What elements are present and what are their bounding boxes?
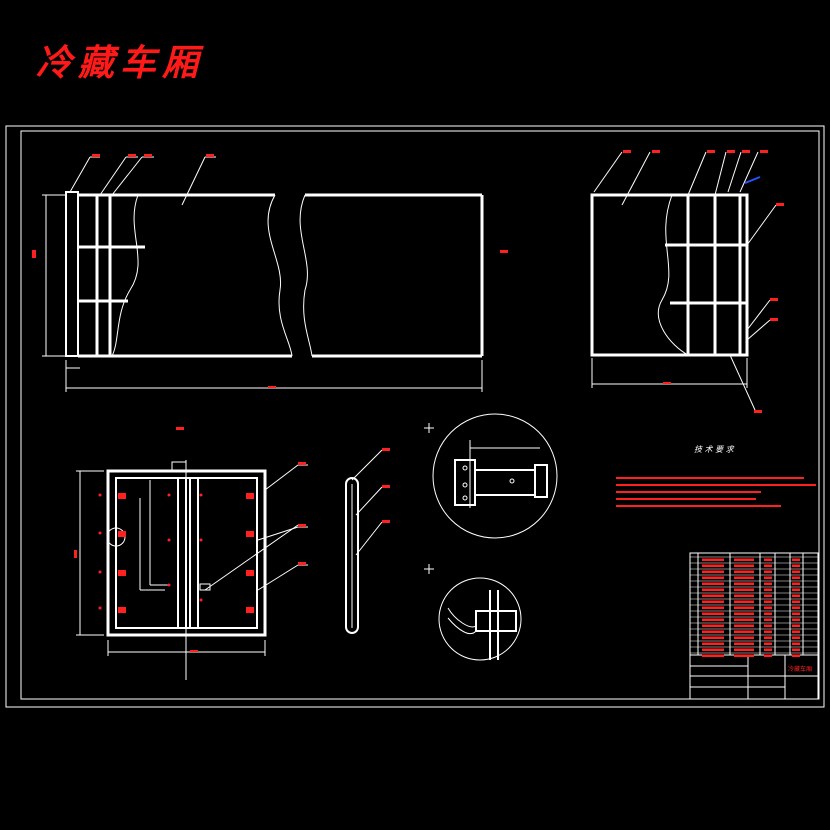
parts-list-entry: [792, 600, 800, 603]
parts-list-entry: [764, 588, 772, 591]
parts-list-entry: [764, 564, 772, 567]
parts-list-entry: [734, 558, 754, 561]
sheet-outer-border: [5, 125, 825, 708]
parts-list-entry: [792, 618, 800, 621]
parts-list-entries: [702, 558, 800, 657]
parts-list-entry: [764, 594, 772, 597]
parts-list-entry: [702, 630, 724, 633]
parts-list-entry: [792, 630, 800, 633]
parts-list-rows: [690, 556, 818, 654]
side-view: [42, 156, 484, 392]
door-view: [76, 460, 308, 680]
title-block: [690, 654, 818, 699]
parts-list-entry: [734, 630, 754, 633]
parts-list-entry: [734, 582, 754, 585]
parts-list-entry: [792, 612, 800, 615]
parts-list-entry: [734, 594, 754, 597]
parts-list-entry: [792, 624, 800, 627]
technical-requirements: 技 术 要 求: [616, 445, 816, 507]
parts-list-entry: [792, 636, 800, 639]
parts-list-entry: [792, 588, 800, 591]
parts-list-entry: [702, 636, 724, 639]
parts-list-entry: [702, 618, 724, 621]
title-block-name: 冷藏车厢: [788, 665, 812, 673]
parts-list-entry: [734, 606, 754, 609]
parts-list-entry: [792, 558, 800, 561]
parts-list-entry: [792, 648, 800, 651]
parts-list-entry: [764, 558, 772, 561]
parts-list-entry: [702, 558, 724, 561]
parts-list-entry: [792, 594, 800, 597]
parts-list: [689, 552, 819, 700]
parts-list-entry: [734, 576, 754, 579]
detail-b: [438, 577, 522, 661]
parts-list-entry: [734, 612, 754, 615]
parts-list-entry: [764, 600, 772, 603]
parts-list-entry: [792, 606, 800, 609]
parts-list-entry: [702, 612, 724, 615]
parts-list-entry: [792, 582, 800, 585]
parts-list-entry: [702, 570, 724, 573]
parts-list-entry: [734, 648, 754, 651]
parts-list-entry: [702, 624, 724, 627]
parts-list-entry: [764, 654, 772, 657]
rear-view: [590, 151, 777, 411]
parts-list-entry: [702, 582, 724, 585]
parts-list-entry: [702, 648, 724, 651]
parts-list-entry: [792, 654, 800, 657]
parts-list-entry: [702, 588, 724, 591]
sheet-inner-border: [20, 130, 820, 700]
drawing-title: 冷藏车厢: [36, 42, 205, 84]
parts-list-entry: [702, 600, 724, 603]
parts-list-entry: [734, 600, 754, 603]
parts-list-entry: [734, 570, 754, 573]
parts-list-entry: [702, 606, 724, 609]
tech-req-heading: 技 术 要 求: [694, 445, 735, 454]
parts-list-entry: [734, 636, 754, 639]
parts-list-entry: [764, 612, 772, 615]
detail-a: [432, 413, 558, 539]
parts-list-entry: [702, 654, 724, 657]
parts-list-entry: [734, 588, 754, 591]
parts-list-entry: [702, 564, 724, 567]
parts-list-entry: [764, 606, 772, 609]
parts-list-entry: [764, 648, 772, 651]
door-hinges: [98, 493, 254, 613]
parts-list-entry: [734, 564, 754, 567]
parts-list-entry: [792, 642, 800, 645]
parts-list-entry: [734, 654, 754, 657]
seal-section: [345, 449, 383, 634]
parts-list-entry: [702, 642, 724, 645]
parts-list-entry: [792, 564, 800, 567]
parts-list-entry: [764, 570, 772, 573]
parts-list-entry: [764, 582, 772, 585]
parts-list-entry: [792, 570, 800, 573]
parts-list-entry: [764, 636, 772, 639]
parts-list-entry: [792, 576, 800, 579]
parts-list-entry: [734, 624, 754, 627]
parts-list-entry: [764, 642, 772, 645]
parts-list-entry: [764, 576, 772, 579]
parts-list-entry: [764, 618, 772, 621]
parts-list-entry: [764, 630, 772, 633]
parts-list-entry: [734, 642, 754, 645]
parts-list-entry: [702, 576, 724, 579]
parts-list-entry: [702, 594, 724, 597]
parts-list-entry: [734, 618, 754, 621]
parts-list-entry: [764, 624, 772, 627]
